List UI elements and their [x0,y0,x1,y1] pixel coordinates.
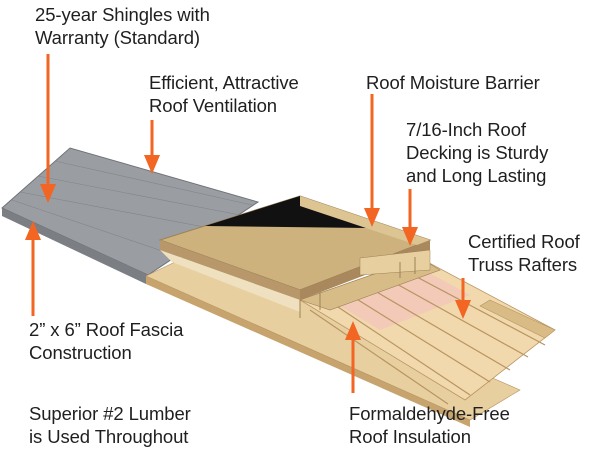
truss-arrow [455,278,471,319]
shingles-label: 25-year Shingles with Warranty (Standard… [35,4,210,48]
insulation-label: Formaldehyde-Free Roof Insulation [349,403,510,447]
fascia-label: 2” x 6” Roof Fascia Construction [29,319,184,363]
ventilation-arrow [144,120,160,174]
lumber-label: Superior #2 Lumber is Used Throughout [29,403,191,447]
roof-decking [158,195,441,318]
fascia-arrow [25,221,41,316]
moisture-barrier-label: Roof Moisture Barrier [366,72,540,93]
decking-label: 7/16-Inch Roof Decking is Sturdy and Lon… [406,119,549,186]
insulation-arrow [345,321,361,393]
moisture-arrow [364,94,380,227]
truss-rafters-label: Certified Roof Truss Rafters [468,231,580,275]
ventilation-label: Efficient, Attractive Roof Ventilation [149,72,299,116]
callout-arrows [25,54,471,393]
decking-arrow [402,189,418,246]
shingles-arrow [40,54,56,203]
